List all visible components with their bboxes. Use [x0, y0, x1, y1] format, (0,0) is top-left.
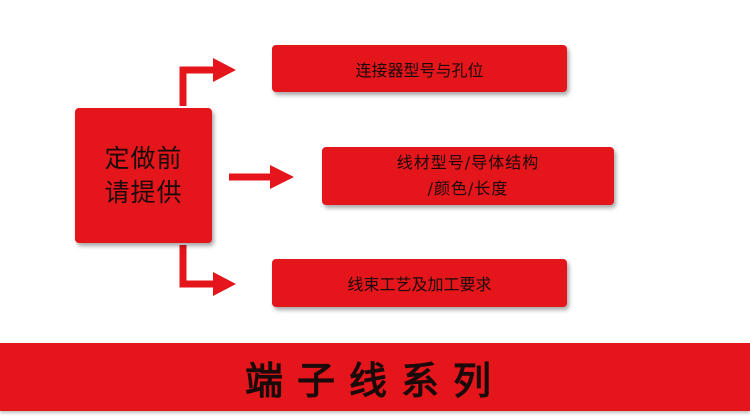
main-box: 定做前 请提供	[75, 108, 212, 243]
item-box-process: 线束工艺及加工要求	[272, 259, 567, 307]
item-1-label: 连接器型号与孔位	[355, 60, 484, 80]
banner-title: 端子线系列	[244, 358, 505, 403]
item-2-label-line-1: 线材型号/导体结构	[396, 153, 540, 172]
item-box-connector: 连接器型号与孔位	[272, 45, 567, 92]
main-box-line-2: 请提供	[104, 177, 183, 207]
item-3-label: 线束工艺及加工要求	[347, 275, 492, 294]
arrowhead-3	[213, 272, 236, 296]
item-2-label-line-2: /颜色/长度	[427, 179, 509, 198]
arrow-to-item-1	[179, 66, 215, 106]
main-box-line-1: 定做前	[104, 143, 183, 173]
arrowhead-1	[213, 58, 236, 82]
series-banner: 端子线系列	[0, 343, 750, 411]
arrow-to-item-3	[179, 245, 215, 288]
item-box-wire: 线材型号/导体结构 /颜色/长度	[322, 147, 614, 205]
arrowhead-2	[270, 165, 294, 189]
